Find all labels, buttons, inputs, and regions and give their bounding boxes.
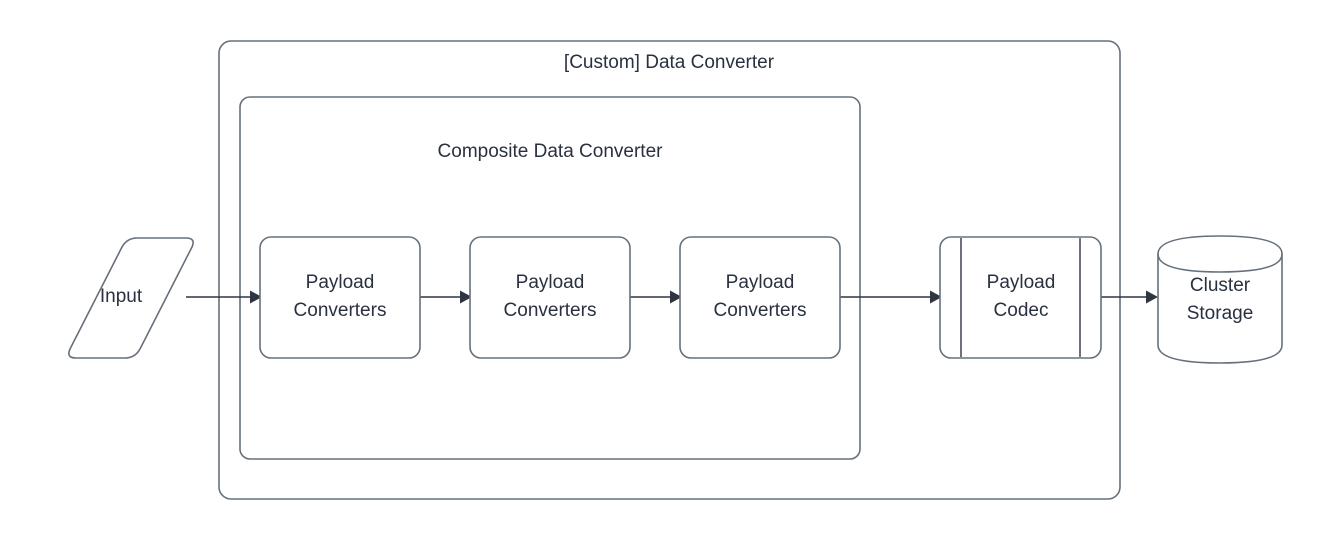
payload-codec-label-line1: Payload — [987, 272, 1056, 293]
cluster-storage-label-line1: Cluster — [1190, 275, 1251, 296]
payload-converters-1-label-line2: Converters — [294, 300, 387, 321]
payload-converters-2-label-line2: Converters — [504, 300, 597, 321]
custom-data-converter-label: [Custom] Data Converter — [564, 52, 775, 73]
custom-data-converter-border — [218, 40, 1121, 500]
edge-pc3-to-codec — [840, 290, 942, 304]
payload-converters-1-box — [259, 236, 421, 359]
payload-converters-2-box — [469, 236, 631, 359]
cluster-storage-cylinder-top-ellipse — [1157, 253, 1283, 273]
node-input[interactable]: Input — [68, 237, 194, 359]
edge-codec-to-storage-arrowhead — [1146, 290, 1158, 304]
edge-pc3-to-codec-arrowhead — [930, 290, 942, 304]
cluster-storage-cylinder-body — [1157, 235, 1283, 364]
edge-pc1-to-pc2 — [420, 290, 472, 304]
composite-data-converter-border — [239, 96, 861, 460]
node-cluster-storage[interactable]: Cluster Storage — [1157, 235, 1283, 364]
payload-converters-3-box — [679, 236, 841, 359]
payload-converters-1-label-line1: Payload — [306, 272, 375, 293]
edge-input-to-pc1-arrowhead — [250, 290, 262, 304]
payload-codec-box — [939, 236, 1102, 359]
payload-converters-3-label-line1: Payload — [726, 272, 795, 293]
cluster-storage-label-line2: Storage — [1187, 303, 1254, 324]
edge-input-to-pc1 — [186, 290, 262, 304]
container-composite-data-converter[interactable]: Composite Data Converter — [239, 96, 861, 460]
payload-converters-3-label-line2: Converters — [714, 300, 807, 321]
container-custom-data-converter[interactable]: [Custom] Data Converter — [218, 40, 1121, 500]
edge-codec-to-storage — [1101, 290, 1158, 304]
input-label: Input — [100, 286, 143, 307]
node-payload-codec[interactable]: Payload Codec — [939, 236, 1102, 359]
node-payload-converters-3[interactable]: Payload Converters — [679, 236, 841, 359]
input-parallelogram-shape — [68, 237, 194, 359]
edge-pc2-to-pc3-arrowhead — [670, 290, 682, 304]
edge-pc1-to-pc2-arrowhead — [460, 290, 472, 304]
node-payload-converters-1[interactable]: Payload Converters — [259, 236, 421, 359]
payload-codec-label-line2: Codec — [994, 300, 1049, 321]
edge-pc2-to-pc3 — [630, 290, 682, 304]
composite-data-converter-label: Composite Data Converter — [438, 141, 664, 162]
payload-converters-2-label-line1: Payload — [516, 272, 585, 293]
node-payload-converters-2[interactable]: Payload Converters — [469, 236, 631, 359]
